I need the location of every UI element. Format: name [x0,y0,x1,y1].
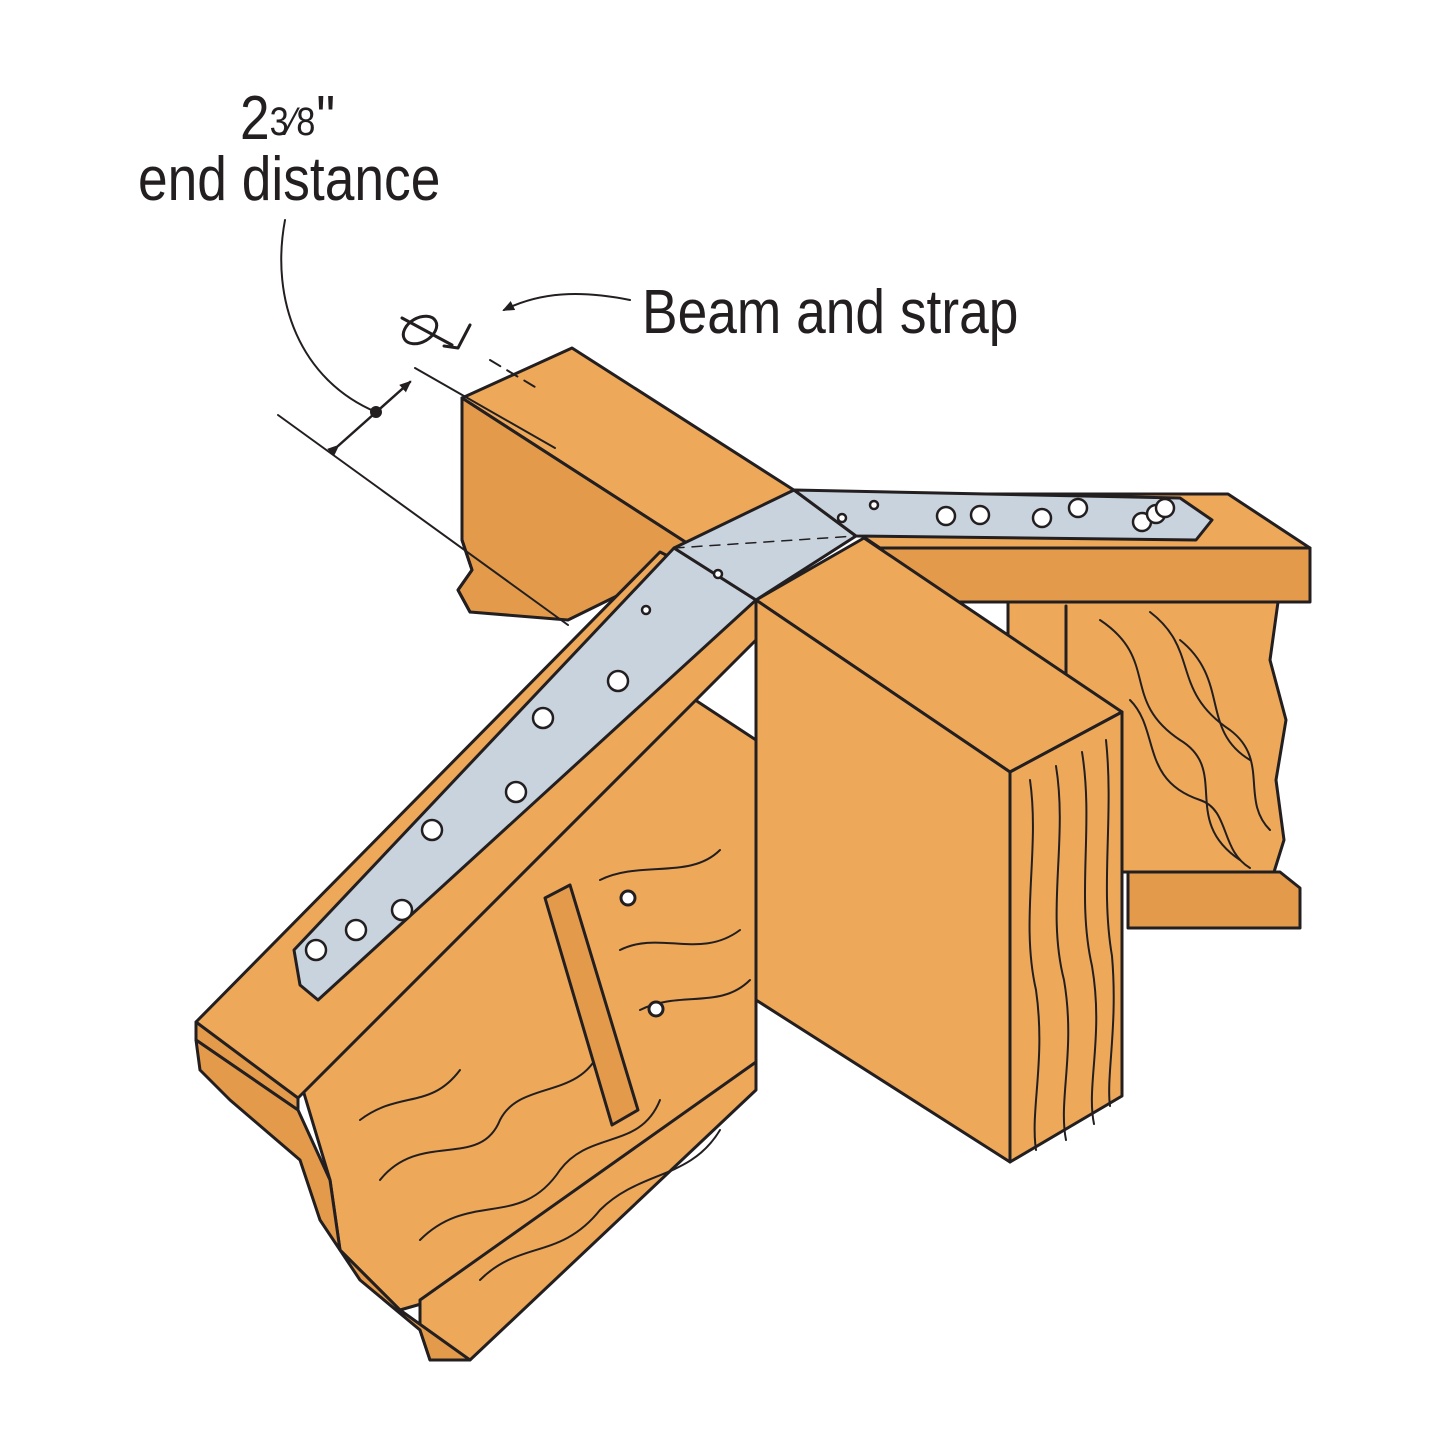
end-distance-unit: " [316,84,336,153]
front-beam-grain [1028,739,1115,1151]
leader-dot [370,406,382,418]
main-beam [456,346,802,622]
left-joist-broken-end [194,1038,472,1362]
left-joist-grain [359,849,751,1281]
beam-centerline [489,359,541,391]
right-joist-grain [1099,611,1271,869]
web-hole-icon [619,889,637,907]
front-beam-end-grain [1008,710,1124,1164]
end-distance-dimension [277,219,569,626]
web-hole-icon [647,1000,665,1018]
callout-leader-line [502,293,631,311]
end-distance-whole: 2 [240,84,270,153]
end-distance-value: 23⁄8" [240,88,335,150]
extension-line-right [414,367,556,449]
end-distance-caption: end distance [138,145,441,214]
leader-line-dimension [280,219,377,413]
centerline-symbol-circle [401,314,439,346]
right-joist-bottom-flange [1126,870,1302,930]
front-beam [754,536,1124,1164]
twist-strap [292,488,1214,1002]
centerline-symbol-stroke [400,316,454,347]
centerline-callout [400,293,631,350]
web-stiffener-block [543,883,640,1127]
strap-left-leg [292,546,758,1002]
centerline-symbol-tail [442,323,472,350]
extension-line-left [277,414,569,626]
end-distance-fraction: 3⁄8 [269,100,317,144]
strap-right-leg [792,488,1214,542]
strap-centerline [673,535,857,549]
beam-and-strap-label: Beam and strap [642,278,1019,347]
strap-nail-holes [304,497,1176,962]
